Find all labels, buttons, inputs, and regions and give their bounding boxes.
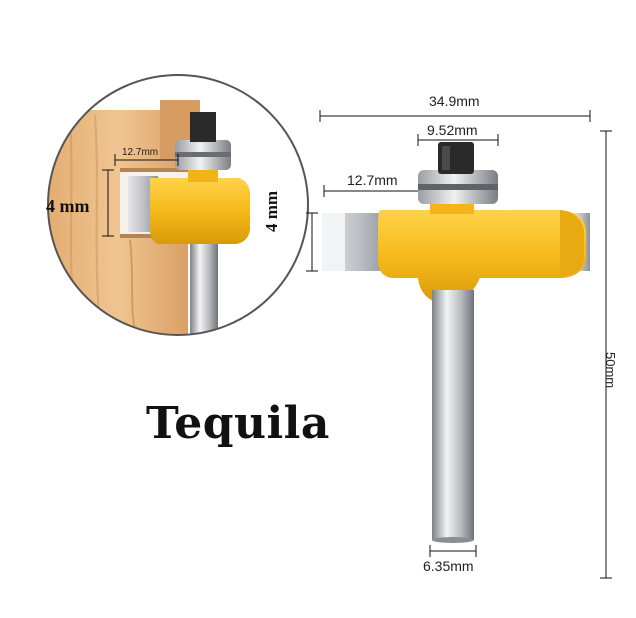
cut-height-label: 4 mm [262, 190, 281, 232]
yellow-body [378, 210, 586, 305]
inset-detail [47, 74, 309, 336]
cut-depth-label: 12.7mm [347, 172, 398, 188]
overall-width-label: 34.9mm [429, 93, 480, 109]
inset-cut-depth-label: 12.7mm [122, 147, 159, 158]
inset-cut-height-label: 4 mm [46, 196, 90, 216]
bearing-diameter-label: 9.52mm [427, 122, 478, 138]
brand-label: Tequila [146, 398, 330, 449]
overall-length-label: 50mm [603, 352, 618, 389]
shank-diameter-label: 6.35mm [423, 558, 474, 574]
router-bit [306, 110, 612, 579]
shank [432, 290, 474, 540]
